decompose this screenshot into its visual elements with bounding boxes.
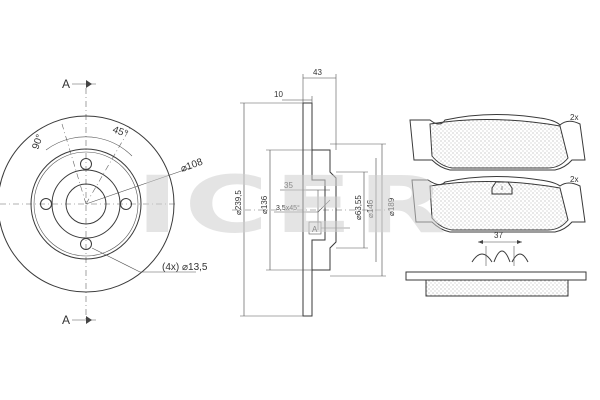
dim-43-label: 43 [313,68,322,77]
section-box-label: A [312,225,318,234]
disc-section-view: 43 10 ⌀239,5 ⌀136 35 3,5x45° ⌀63,55 ⌀146… [232,68,396,317]
section-label-bottom: A [62,313,70,327]
section-label-top: A [62,77,70,91]
angle-45-label: 45° [111,124,129,140]
pad-qty-bottom-label: 2x [570,175,578,184]
dim-10-label: 10 [274,90,283,99]
pad-qty-top-label: 2x [570,113,578,122]
pad-width-label: 37 [494,231,503,240]
dim-189-label: ⌀189 [387,197,396,216]
bolt-holes-label: (4x) ⌀13,5 [162,262,208,273]
watermark-logo: ICER [136,161,452,251]
dim-239-label: ⌀239,5 [234,190,243,215]
chamfer-label: 3,5x45° [276,204,300,212]
angle-90-label: 90° [30,133,46,151]
dim-35-label: 35 [284,181,293,190]
dim-136-label: ⌀136 [260,195,269,214]
brake-pads: 2x 2x 37 [405,113,587,297]
dim-146-label: ⌀146 [366,199,375,218]
dim-63-label: ⌀63,55 [354,195,363,220]
